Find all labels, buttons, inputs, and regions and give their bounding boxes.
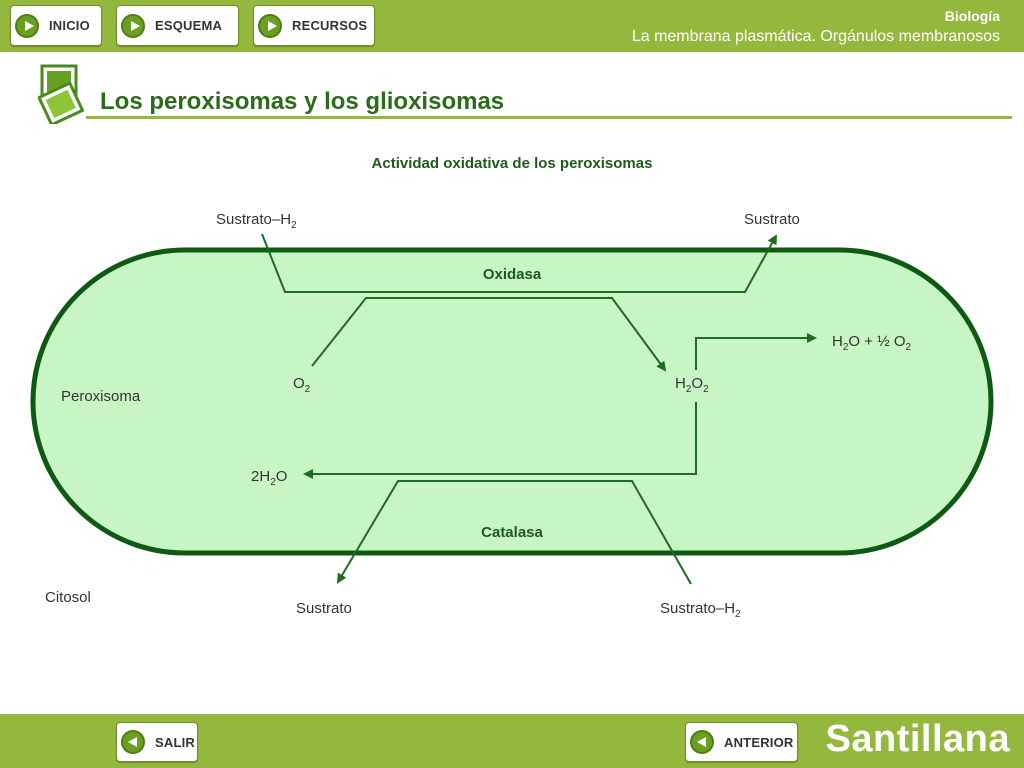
peroxide-decomposition-arrow [695,333,817,370]
products-label: H2O + ½ O2 [832,333,912,353]
title-decoration-icon [38,64,85,124]
top-bar: INICIO ESQUEMA RECURSOS Biología La memb… [0,0,1024,52]
nav-esquema-button[interactable]: ESQUEMA [116,5,239,46]
oxygen-to-peroxide-arrow [311,297,667,372]
substrate-h2-bottom-label: Sustrato–H2 [660,600,741,620]
back-icon [121,730,145,754]
nav-recursos-label: RECURSOS [292,18,368,33]
brand-logo: Santillana [825,718,1010,760]
oxidase-label: Oxidasa [483,266,542,283]
nav-esquema-label: ESQUEMA [155,18,223,33]
back-icon [690,730,714,754]
bottom-bar: SALIR ANTERIOR Santillana [0,714,1024,768]
diagram-title: Actividad oxidativa de los peroxisomas [372,155,653,172]
exit-label: SALIR [155,734,195,750]
previous-button[interactable]: ANTERIOR [685,722,798,762]
nav-recursos-button[interactable]: RECURSOS [253,5,375,46]
previous-label: ANTERIOR [724,734,794,750]
hydrogen-peroxide-label: H2O2 [675,375,709,395]
play-icon [15,13,39,38]
title-underline [86,116,1012,119]
exit-button[interactable]: SALIR [116,722,198,762]
substrate-h2-top-label: Sustrato–H2 [216,211,297,231]
catalase-label: Catalasa [481,524,543,541]
water-label: 2H2O [251,468,287,488]
header-subject: Biología [944,8,1000,24]
substrate-bottom-label: Sustrato [296,600,352,617]
header-topic: La membrana plasmática. Orgánulos membra… [631,28,1000,45]
play-icon [121,13,145,38]
peroxide-to-water-arrow [303,402,697,479]
play-icon [258,13,282,38]
substrate-top-label: Sustrato [744,211,800,228]
page-title: Los peroxisomas y los glioxisomas [100,88,505,115]
catalase-substrate-arrow [336,480,692,585]
oxidase-substrate-arrow [261,233,777,293]
peroxisome-membrane [30,247,994,556]
nav-inicio-label: INICIO [49,18,90,33]
nav-inicio-button[interactable]: INICIO [10,5,102,46]
oxygen-label: O2 [293,375,311,395]
cytosol-label: Citosol [45,589,91,606]
peroxisome-label: Peroxisoma [61,388,141,405]
